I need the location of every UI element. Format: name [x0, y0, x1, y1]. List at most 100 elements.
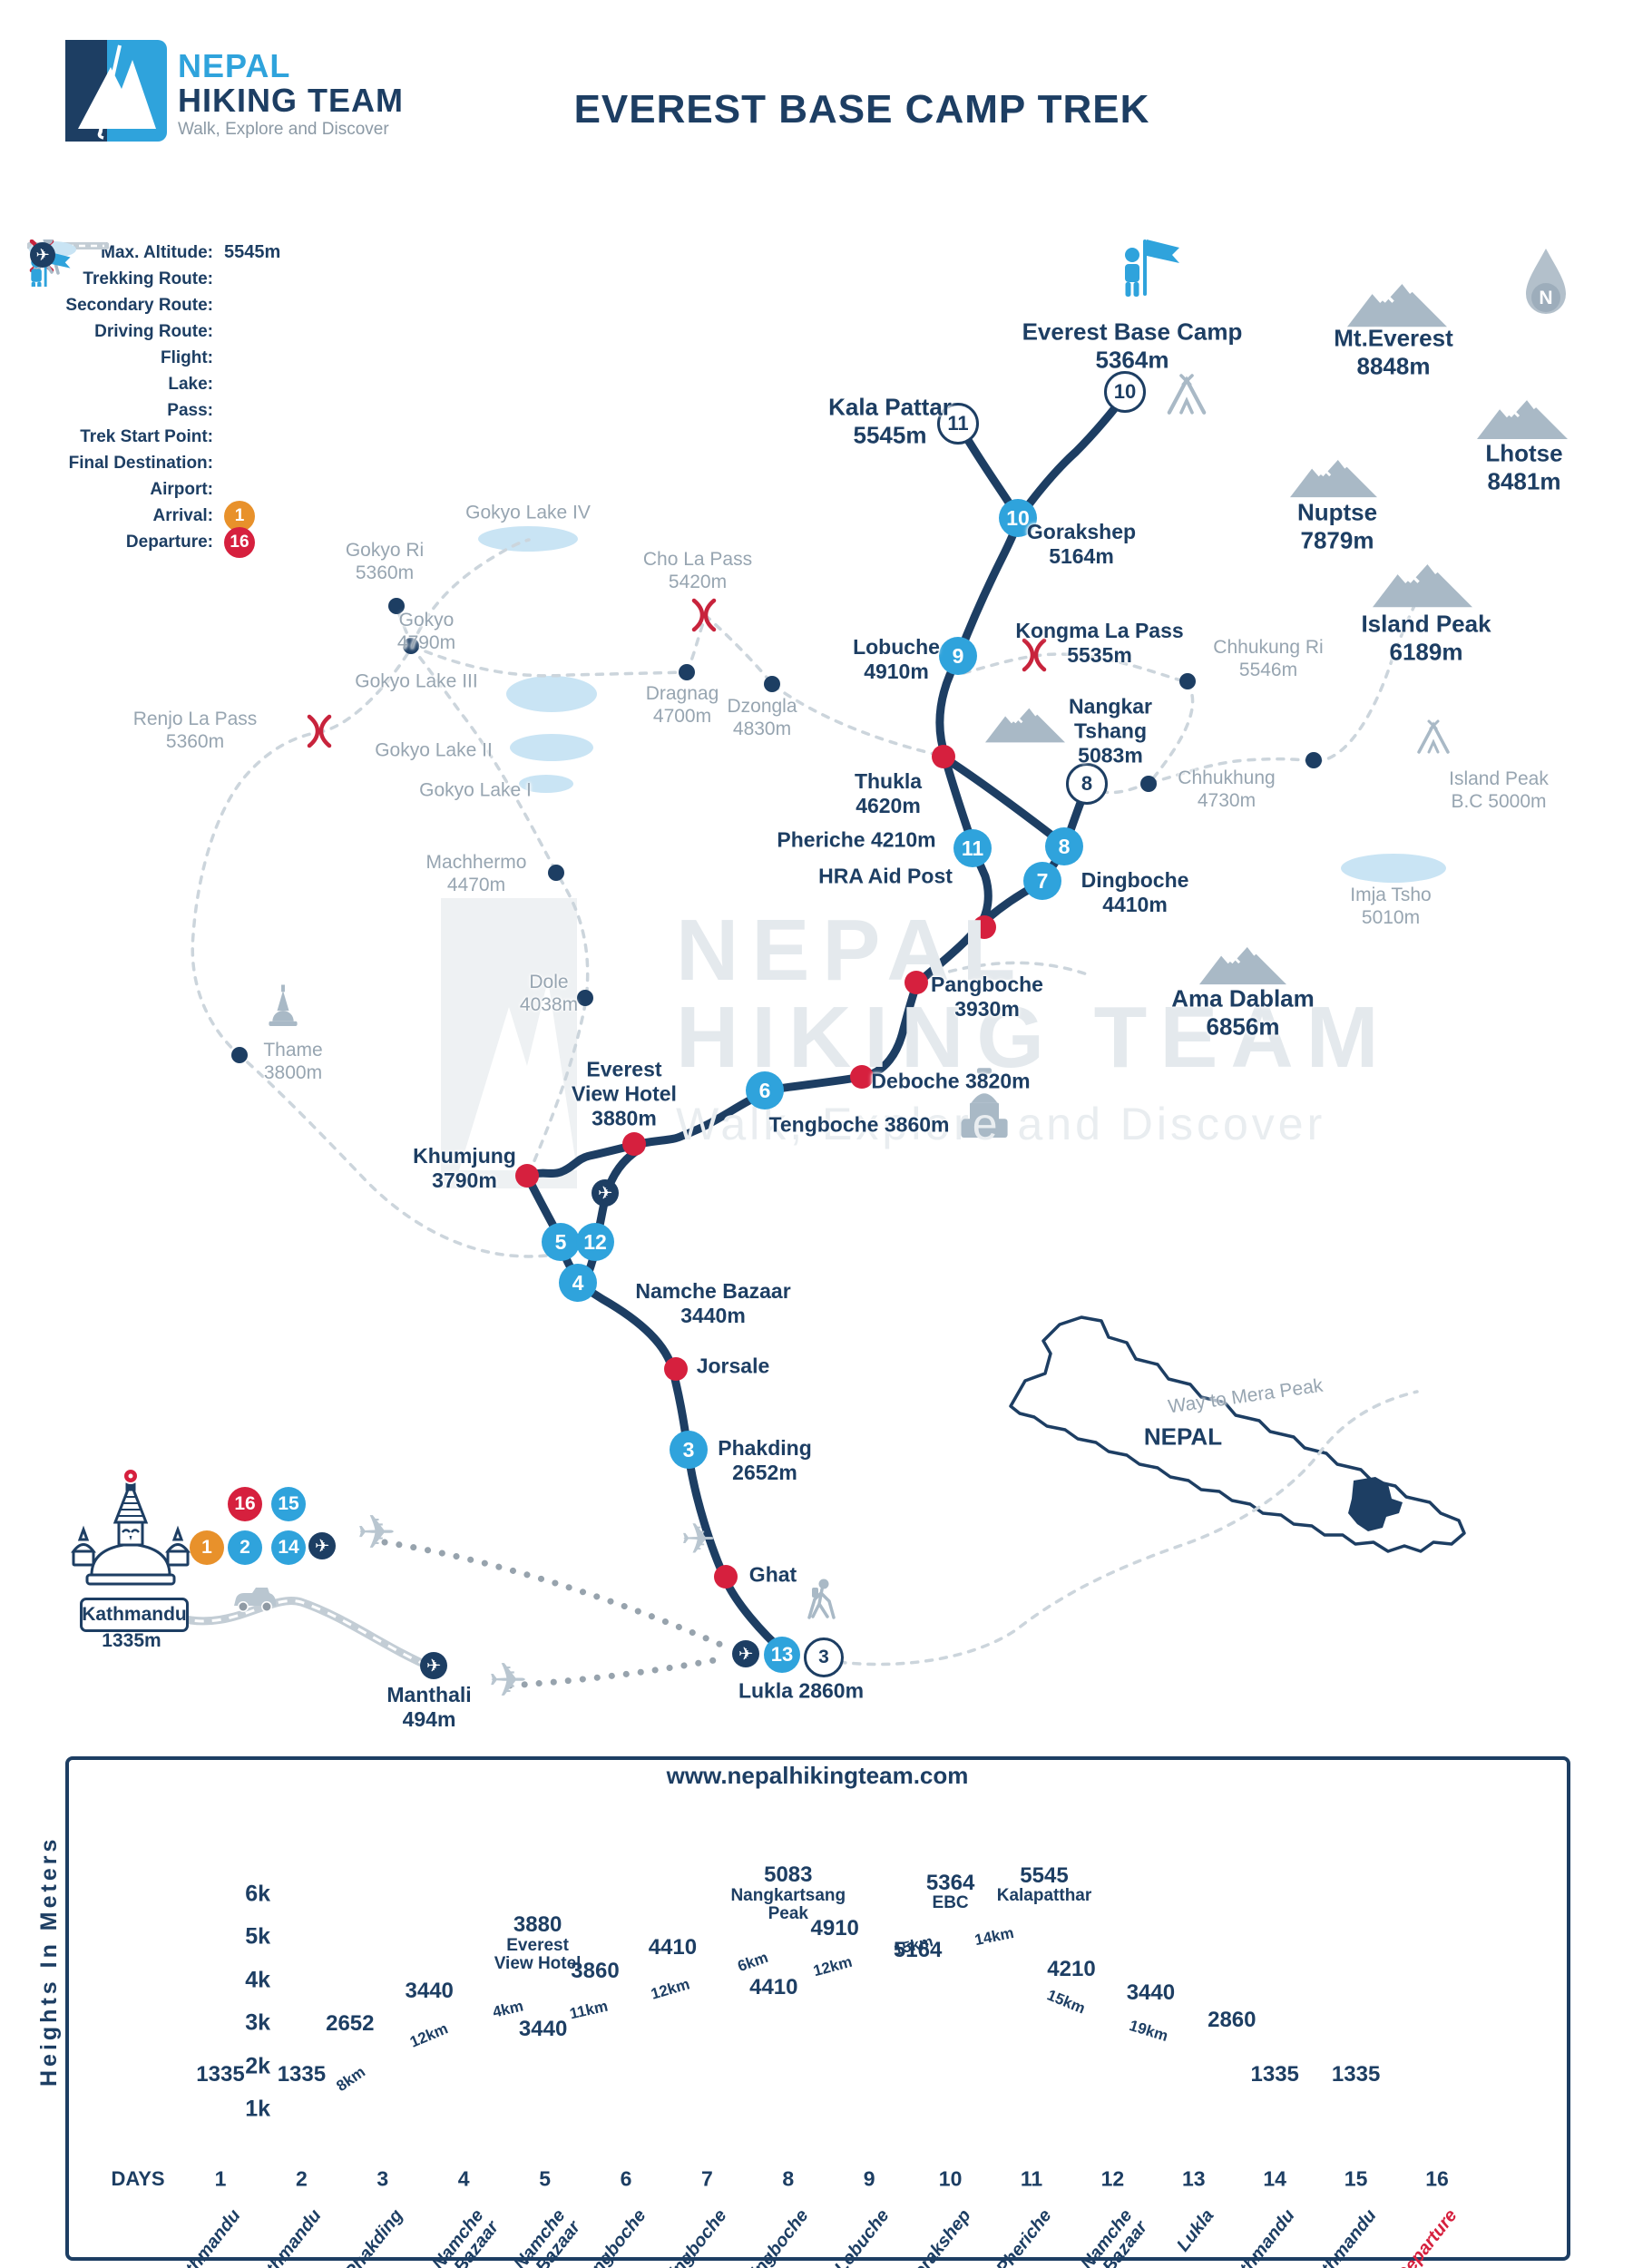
kathmandu-label-box: Kathmandu	[80, 1598, 189, 1632]
logo-word-hiking-team: HIKING TEAM	[178, 82, 404, 119]
trekking-route	[523, 1140, 640, 1180]
chart-days-label: DAYS	[111, 2167, 165, 2190]
svg-text:✈: ✈	[680, 1516, 716, 1565]
place-label: Lukla 2860m	[738, 1678, 865, 1703]
chart-ytick: 4k	[245, 1967, 270, 1993]
stop-circle-10: 10	[999, 499, 1037, 537]
chart-ytick: 3k	[245, 2009, 270, 2036]
airport-icon: ✈	[592, 1179, 619, 1207]
legend-label: Max. Altitude:	[101, 242, 213, 262]
stop-circle-14: 14	[271, 1530, 306, 1565]
watermark-line3: Walk, Explore and Discover	[676, 1099, 1326, 1149]
nepal-inset-outline	[1009, 1315, 1466, 1553]
chart-altitude-value: 4410	[648, 1935, 698, 1960]
chart-day-number: 10	[938, 2166, 963, 2191]
flight-path	[506, 1655, 728, 1689]
chart-title: www.nepalhikingteam.com	[666, 1762, 969, 1789]
svg-text:✈: ✈	[598, 1182, 612, 1203]
legend-label: Arrival:	[152, 505, 213, 525]
chart-day-number: 2	[295, 2166, 308, 2191]
mountain-icon	[1347, 281, 1447, 327]
svg-text:✈: ✈	[315, 1535, 329, 1556]
svg-text:✈: ✈	[488, 1654, 528, 1708]
chart-altitude-value: 3440	[405, 1979, 454, 2004]
place-label: Ghat	[748, 1562, 797, 1587]
mountain-icon	[985, 706, 1065, 743]
legend-label: Airport:	[150, 479, 213, 499]
airport-icon: ✈	[420, 1652, 447, 1679]
legend-row: Arrival:1	[27, 500, 315, 532]
legend-label: Pass:	[167, 400, 213, 420]
chart-altitude-value: 1335	[1250, 2062, 1299, 2087]
stop-circle-4: 4	[559, 1264, 597, 1302]
place-label: Deboche 3820m	[871, 1069, 1031, 1093]
legend-label: Departure:	[125, 532, 213, 552]
trekking-route	[954, 514, 1023, 660]
route-stop-dot	[622, 1132, 646, 1156]
secondary-route	[703, 613, 775, 687]
place-label: HRA Aid Post	[818, 864, 953, 888]
route-stop-dot	[664, 1357, 688, 1381]
page-title: EVEREST BASE CAMP TREK	[573, 87, 1150, 132]
chart-altitude-value: 2652	[326, 2010, 375, 2036]
final-destination-icon	[1125, 240, 1179, 297]
chart-day-number: 13	[1182, 2166, 1206, 2191]
chart-ytick: 1k	[245, 2096, 270, 2122]
mountain-icon	[1290, 457, 1377, 498]
watermark-text: NEPAL HIKING TEAM Walk, Explore and Disc…	[676, 907, 1392, 1149]
legend-label: Trekking Route:	[83, 269, 213, 288]
stop-circle-3: 3	[670, 1431, 708, 1469]
stop-circle-7: 7	[1023, 862, 1061, 900]
plane-icon: ✈	[357, 1506, 396, 1560]
secondary-route	[1148, 757, 1316, 785]
trek-start-hiker-icon	[807, 1579, 836, 1619]
place-label: Gokyo Lake II	[375, 739, 493, 761]
legend-row: Departure:16	[27, 526, 315, 558]
chart-altitude-value: 1335	[196, 2062, 245, 2087]
stop-circle-6: 6	[746, 1071, 784, 1110]
chart-day-number: 3	[376, 2166, 389, 2191]
lake	[510, 734, 593, 761]
stop-circle-8: 8	[1066, 763, 1108, 805]
stop-circle-11: 11	[937, 403, 979, 445]
chart-altitude-value: 4210	[1047, 1956, 1096, 1981]
stop-circle-3: 3	[804, 1637, 844, 1677]
legend-label: Lake:	[168, 374, 213, 394]
secondary-route	[1148, 680, 1195, 785]
logo-word-nepal: NEPAL	[178, 47, 291, 84]
chart-day-number: 4	[457, 2166, 470, 2191]
place-label: Gokyo Lake III	[355, 670, 478, 692]
stop-circle-1: 1	[190, 1530, 224, 1565]
legend-row: Max. Altitude:5545m	[27, 240, 315, 266]
chart-y-axis-label: Heights In Meters	[36, 1835, 62, 2087]
driving-route-casing	[173, 1597, 436, 1672]
tent-icon	[1167, 374, 1207, 415]
chart-day-number: 6	[620, 2166, 632, 2191]
plane-icon: ✈	[488, 1654, 528, 1708]
place-label: Gokyo Lake I	[419, 779, 532, 801]
nepal-inset-everest-region	[1348, 1477, 1403, 1531]
place-dot	[548, 865, 564, 881]
